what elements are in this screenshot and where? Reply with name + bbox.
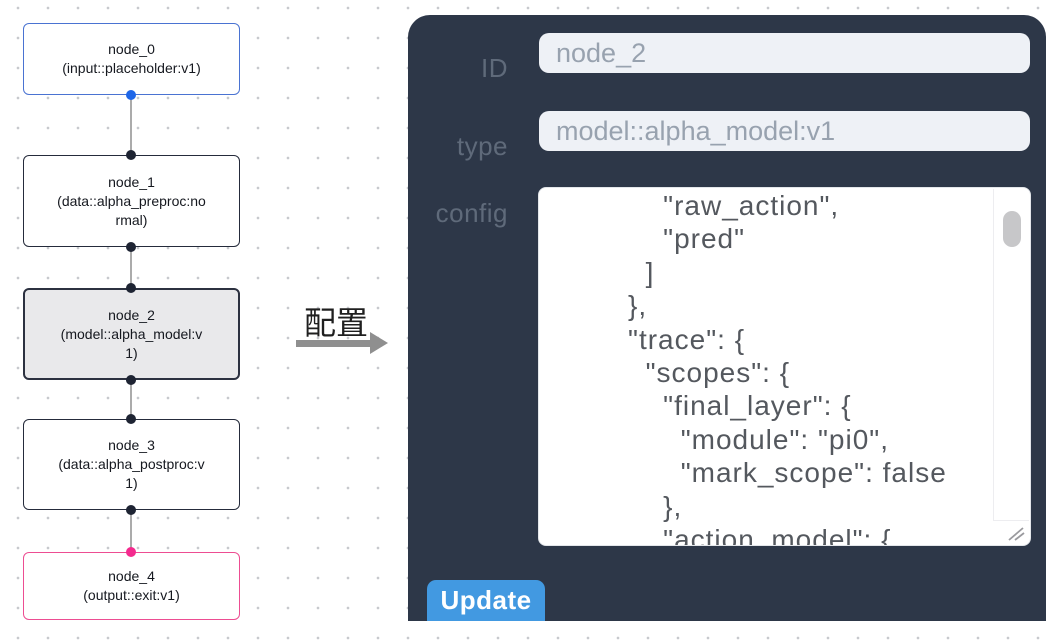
config-field-label: config: [435, 198, 508, 228]
node4-input-port[interactable]: [126, 547, 136, 557]
scrollbar-track: [993, 189, 994, 520]
node1-input-port[interactable]: [126, 150, 136, 160]
id-field-label: ID: [481, 53, 508, 83]
edge-3-4: [130, 510, 132, 552]
configure-annotation: 配置: [303, 305, 368, 341]
right-arrow-icon: [370, 332, 388, 354]
resize-handle-icon[interactable]: [1007, 524, 1027, 542]
node-type-label: (input::placeholder:v1): [62, 60, 201, 76]
config-textarea[interactable]: "raw_action", "pred" ] }, "trace": { "sc…: [538, 187, 1031, 546]
node-name: node_4: [108, 568, 155, 584]
node2-output-port[interactable]: [126, 375, 136, 385]
edge-1-2: [130, 247, 132, 288]
type-field-label: type: [456, 131, 508, 161]
node2-input-port[interactable]: [126, 283, 136, 293]
node-name: node_2: [108, 306, 155, 323]
node-name: node_1: [108, 173, 155, 190]
scrollbar-thumb[interactable]: [1003, 211, 1021, 247]
node0-output-port[interactable]: [126, 90, 136, 100]
update-button[interactable]: Update: [427, 580, 545, 621]
node1-output-port[interactable]: [126, 242, 136, 252]
flow-node-4[interactable]: node_4 (output::exit:v1): [23, 552, 240, 620]
type-input[interactable]: [539, 111, 1030, 151]
update-button-label: Update: [440, 585, 532, 615]
node-name: node_0: [108, 41, 155, 57]
node-type-label: (data::alpha_preproc:normal): [57, 192, 206, 228]
scrollbar-corner: [993, 520, 1029, 521]
node-name: node_3: [108, 437, 155, 453]
node-type-label: (output::exit:v1): [83, 587, 180, 603]
edge-0-1: [130, 95, 132, 155]
node-type-label: (data::alpha_postproc:v1): [58, 456, 205, 491]
right-arrow-icon: [296, 340, 372, 347]
node3-output-port[interactable]: [126, 505, 136, 515]
node3-input-port[interactable]: [126, 414, 136, 424]
node-type-label: (model::alpha_model:v1): [60, 325, 203, 361]
flow-node-3[interactable]: node_3 (data::alpha_postproc:v1): [23, 419, 240, 510]
id-input[interactable]: [539, 33, 1030, 73]
edge-2-3: [130, 380, 132, 419]
flow-node-1[interactable]: node_1 (data::alpha_preproc:normal): [23, 155, 240, 247]
flow-node-0[interactable]: node_0 (input::placeholder:v1): [23, 23, 240, 95]
config-json-text: "raw_action", "pred" ] }, "trace": { "sc…: [628, 190, 947, 546]
node-config-panel: ID type config "raw_action", "pred" ] },…: [408, 15, 1046, 621]
flow-node-2[interactable]: node_2 (model::alpha_model:v1): [23, 288, 240, 380]
